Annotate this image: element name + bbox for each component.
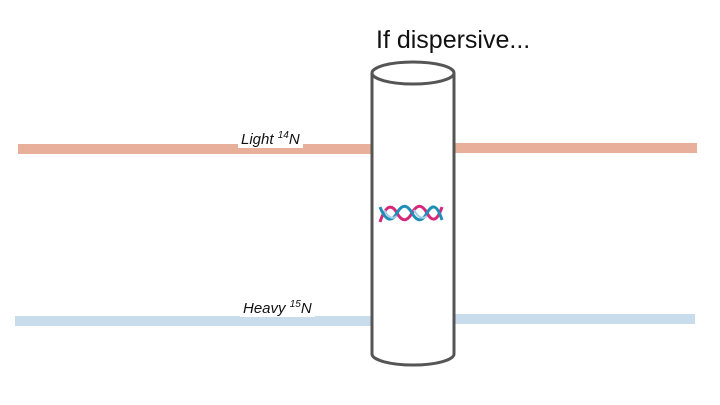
dna-helix-icon xyxy=(378,204,444,223)
heavy-label-text: Heavy xyxy=(243,300,286,317)
light-band-label: Light 14N xyxy=(238,130,303,148)
tube-opening xyxy=(370,60,456,86)
tube-body xyxy=(370,73,456,367)
diagram-title: If dispersive... xyxy=(376,26,531,54)
heavy-band xyxy=(15,314,695,326)
heavy-band-right xyxy=(454,314,695,324)
light-band-left xyxy=(18,144,372,154)
heavy-isotope-mass: 15 xyxy=(289,299,301,310)
light-isotope-mass: 14 xyxy=(277,130,289,141)
heavy-band-label: Heavy 15N xyxy=(240,299,315,317)
dna-strand-light xyxy=(383,209,428,219)
light-isotope-symbol: N xyxy=(288,131,300,148)
light-band-right xyxy=(454,143,697,153)
heavy-band-left xyxy=(15,316,372,326)
light-band xyxy=(18,143,697,154)
light-label-text: Light xyxy=(241,131,274,148)
heavy-isotope-symbol: N xyxy=(300,300,312,317)
